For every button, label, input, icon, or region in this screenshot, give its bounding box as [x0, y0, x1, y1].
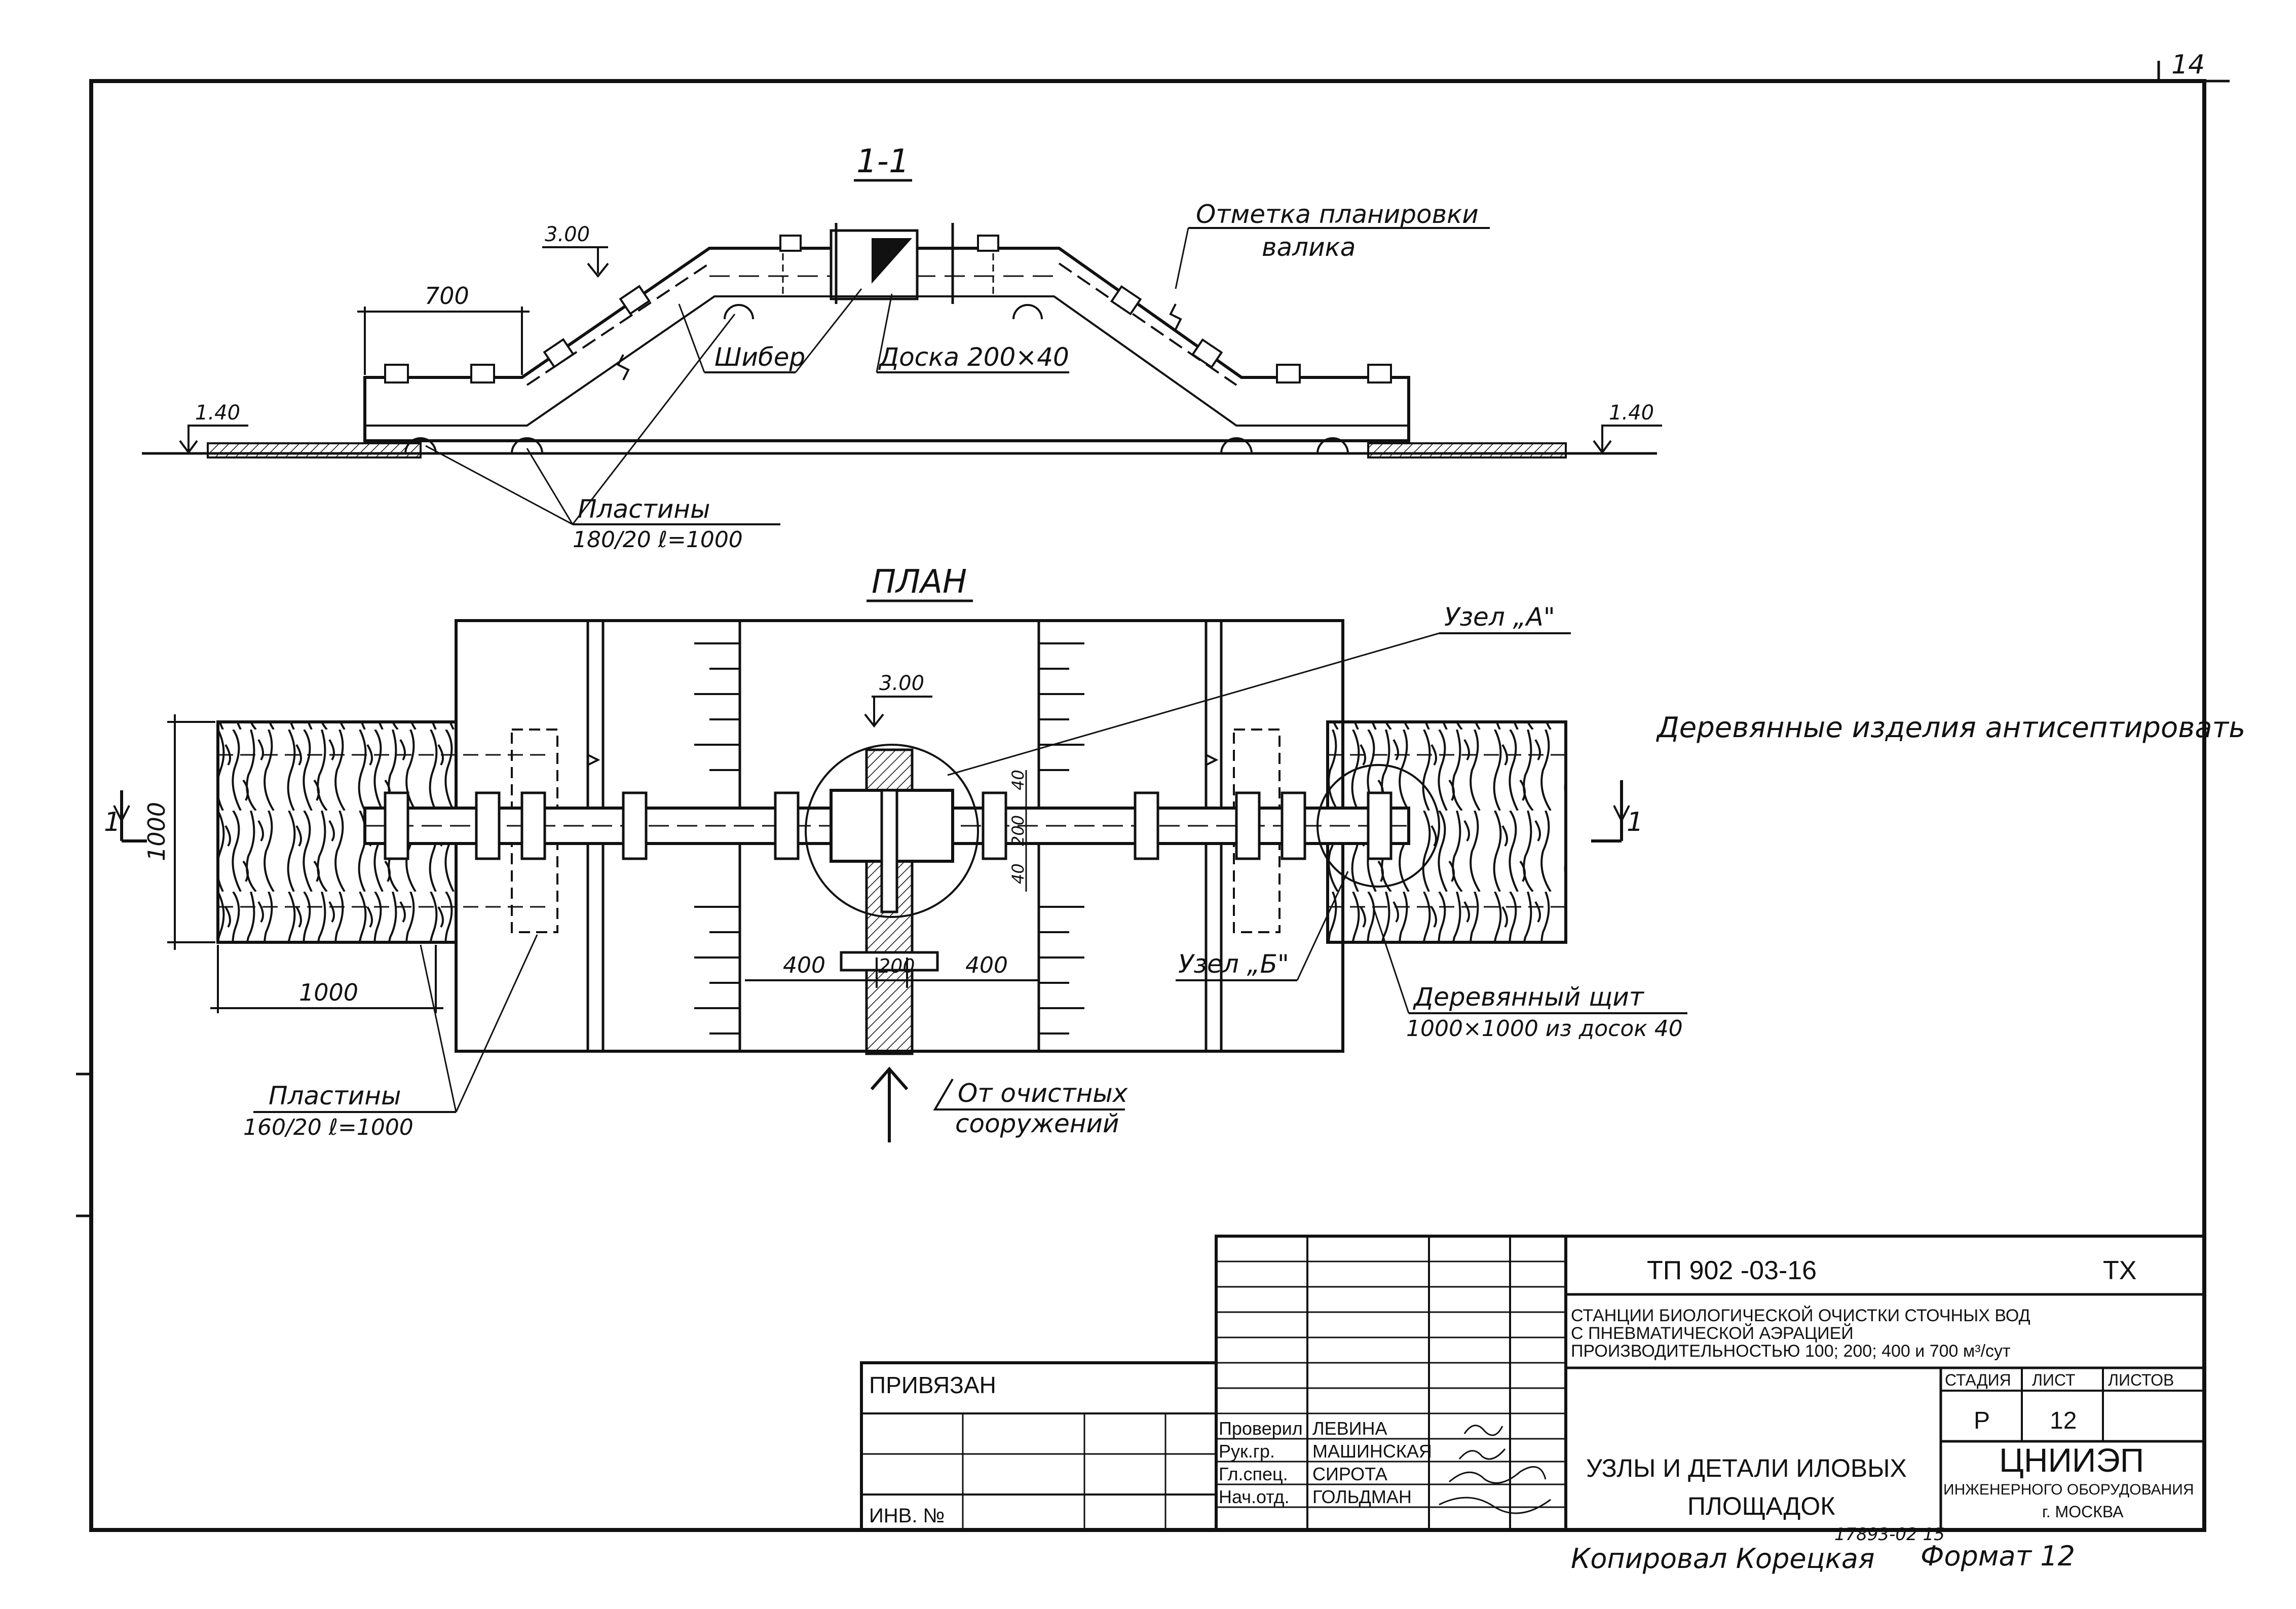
section-title: 1-1 — [856, 143, 910, 180]
label-plastiny-bottom: Пластины — [269, 1081, 401, 1110]
stage-value: Р — [1974, 1407, 1990, 1434]
stage-header: СТАДИЯ — [1945, 1371, 2011, 1389]
dim-200: 200 — [878, 955, 915, 977]
label-valika: валика — [1262, 233, 1356, 262]
dim-40-bottom: 40 — [1008, 863, 1028, 884]
sheet-value: 12 — [2050, 1407, 2077, 1434]
org-city: г. МОСКВА — [2042, 1503, 2124, 1521]
role-row-2: Рук.гр. — [1219, 1441, 1275, 1462]
name-row-1: ЛЕВИНА — [1312, 1418, 1387, 1439]
label-ot-ochistnykh: От очистных — [958, 1079, 1128, 1108]
ground-slab-right — [1367, 442, 1567, 458]
slope-ticks — [694, 642, 1084, 1035]
label-sooruzheniy: сооружений — [955, 1109, 1119, 1138]
label-plastiny-top: Пластины — [578, 494, 710, 524]
signatures — [1439, 1425, 1551, 1514]
copied-by: Копировал Корецкая — [1571, 1543, 1875, 1575]
elevation-top: 3.00 — [545, 223, 590, 246]
dim-400-right: 400 — [965, 952, 1008, 978]
node-a-circle — [805, 744, 979, 918]
inv-label: ИНВ. № — [869, 1505, 945, 1527]
pipe-clamps — [384, 791, 1392, 860]
gate-section — [816, 223, 963, 304]
label-uzel-a: Узел „А" — [1444, 602, 1555, 632]
ground-slab-left — [207, 442, 422, 458]
node-b-circle — [1316, 764, 1440, 888]
dim-1000-horizontal: 1000 — [299, 979, 358, 1006]
dim-400-left: 400 — [783, 952, 825, 978]
drawing-name-1: УЗЛЫ И ДЕТАЛИ ИЛОВЫХ — [1586, 1454, 1907, 1482]
role-row-3: Гл.спец. — [1219, 1464, 1288, 1484]
antiseptic-note: Деревянные изделия антисептировать — [1655, 711, 2245, 744]
section-1-1: 1-1 — [142, 143, 1662, 553]
doc-desc-1: СТАНЦИИ БИОЛОГИЧЕСКОЙ ОЧИСТКИ СТОЧНЫХ ВО… — [1571, 1306, 2030, 1325]
name-row-4: ГОЛЬДМАН — [1312, 1486, 1412, 1507]
title-block: ПРИВЯЗАН ИНВ. № Проверил Рук.гр. Гл.спец… — [860, 1235, 2206, 1575]
org-subtitle: ИНЖЕНЕРНОГО ОБОРУДОВАНИЯ — [1943, 1481, 2194, 1498]
plan-view: ПЛАН — [104, 563, 1687, 1142]
dim-700: 700 — [425, 282, 469, 310]
label-doska: Доска 200×40 — [878, 342, 1069, 372]
label-uzel-b: Узел „Б" — [1178, 949, 1289, 979]
label-shchit-size: 1000×1000 из досок 40 — [1406, 1016, 1683, 1042]
cut-mark-right: 1 — [1627, 807, 1643, 837]
format-label: Формат 12 — [1921, 1540, 2075, 1572]
embankment-outline — [363, 247, 1410, 442]
doc-code: ТП 902 -03-16 — [1647, 1256, 1817, 1285]
doc-desc-3: ПРОИЗВОДИТЕЛЬНОСТЬЮ 100; 200; 400 и 700 … — [1571, 1342, 2011, 1361]
label-plastiny-bottom-size: 160/20 ℓ=1000 — [243, 1115, 413, 1140]
name-row-2: МАШИНСКАЯ — [1312, 1441, 1432, 1462]
label-shchit: Деревянный щит — [1413, 982, 1645, 1012]
role-row-1: Проверил — [1219, 1418, 1303, 1439]
doc-desc-2: С ПНЕВМАТИЧЕСКОЙ АЭРАЦИЕЙ — [1571, 1324, 1854, 1343]
label-shiber: Шибер — [714, 342, 805, 372]
role-row-4: Нач.отд. — [1219, 1486, 1290, 1507]
privyazan-label: ПРИВЯЗАН — [869, 1372, 996, 1398]
dim-200-vertical: 200 — [1008, 815, 1028, 846]
label-plastiny-top-size: 180/20 ℓ=1000 — [573, 527, 743, 553]
name-row-3: СИРОТА — [1312, 1464, 1387, 1484]
sheets-header: ЛИСТОВ — [2108, 1371, 2174, 1389]
elevation-left: 1.40 — [195, 401, 240, 425]
drawing-name-2: ПЛОЩАДОК — [1687, 1492, 1835, 1520]
dim-1000-vertical: 1000 — [143, 802, 170, 861]
plates-section — [384, 235, 1392, 454]
elevation-right: 1.40 — [1609, 401, 1654, 425]
sheet-header: ЛИСТ — [2032, 1371, 2076, 1389]
elevation-plan: 3.00 — [879, 672, 924, 695]
dim-40-top: 40 — [1008, 770, 1028, 790]
org-name: ЦНИИЭП — [1999, 1441, 2144, 1479]
cut-mark-left: 1 — [104, 807, 121, 837]
doc-mark: ТХ — [2103, 1256, 2136, 1285]
label-otmetka: Отметка планировки — [1196, 200, 1479, 229]
sheet-number: 14 — [2171, 50, 2205, 80]
doc-number: 17893-02 15 — [1834, 1524, 1945, 1545]
plan-title: ПЛАН — [872, 563, 967, 601]
